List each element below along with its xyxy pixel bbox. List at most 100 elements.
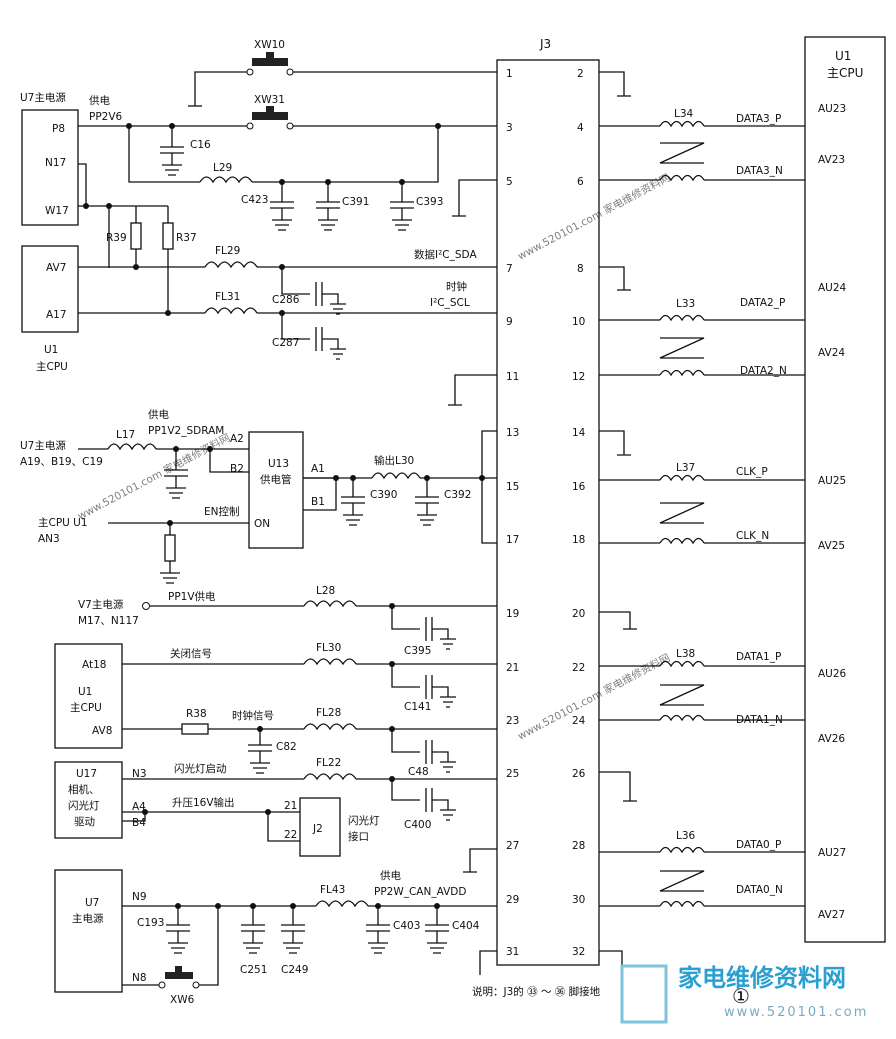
svg-text:DATA1_N: DATA1_N bbox=[736, 714, 783, 726]
svg-text:20: 20 bbox=[572, 608, 585, 620]
sdram-supply: U7主电源 A19、B19、C19 L17 供电 PP1V2_SDRAM A2 … bbox=[20, 408, 497, 584]
svg-text:C249: C249 bbox=[281, 964, 308, 976]
svg-text:DATA2_N: DATA2_N bbox=[740, 365, 787, 377]
right-data-lines: L34 DATA3_P DATA3_N L33 DATA2_P DATA2_N … bbox=[599, 108, 805, 908]
svg-text:供电: 供电 bbox=[148, 408, 169, 421]
svg-text:A1: A1 bbox=[311, 463, 325, 475]
svg-text:R38: R38 bbox=[186, 708, 207, 720]
svg-text:R37: R37 bbox=[176, 232, 197, 244]
svg-text:CLK_N: CLK_N bbox=[736, 530, 769, 542]
left-ground-stubs bbox=[448, 179, 497, 975]
svg-text:U1: U1 bbox=[78, 686, 92, 698]
svg-text:23: 23 bbox=[506, 715, 519, 727]
svg-text:C392: C392 bbox=[444, 489, 471, 501]
svg-text:I²C_SCL: I²C_SCL bbox=[430, 297, 470, 309]
svg-text:DATA3_P: DATA3_P bbox=[736, 113, 781, 125]
svg-text:L34: L34 bbox=[674, 108, 694, 120]
svg-text:A2: A2 bbox=[230, 433, 244, 445]
svg-text:www.520101.com 家电维修资料网: www.520101.com 家电维修资料网 bbox=[515, 171, 672, 263]
svg-text:PP2W_CAN_AVDD: PP2W_CAN_AVDD bbox=[374, 886, 466, 898]
svg-text:AV23: AV23 bbox=[818, 154, 845, 166]
svg-text:U1: U1 bbox=[835, 49, 851, 63]
svg-text:B1: B1 bbox=[311, 496, 325, 508]
svg-text:C287: C287 bbox=[272, 337, 299, 349]
svg-text:AV24: AV24 bbox=[818, 347, 845, 359]
j3-right-pins: 2 4 6 8 10 12 14 16 18 20 22 24 26 28 30… bbox=[572, 68, 586, 958]
svg-text:FL43: FL43 bbox=[320, 884, 345, 896]
svg-text:XW31: XW31 bbox=[254, 94, 285, 106]
svg-text:C395: C395 bbox=[404, 645, 431, 657]
svg-text:闪光灯: 闪光灯 bbox=[68, 799, 100, 812]
svg-text:XW10: XW10 bbox=[254, 39, 285, 51]
u7-power-lower: U7 主电源 N9 N8 C193 C251 C249 XW6 FL43 供电 … bbox=[54, 869, 497, 1006]
svg-text:U7主电源: U7主电源 bbox=[20, 91, 66, 104]
svg-text:C141: C141 bbox=[404, 701, 431, 713]
svg-text:①: ① bbox=[732, 984, 750, 1008]
svg-text:时钟信号: 时钟信号 bbox=[232, 709, 274, 722]
svg-text:B4: B4 bbox=[132, 817, 146, 829]
svg-text:C82: C82 bbox=[276, 741, 297, 753]
svg-text:AV8: AV8 bbox=[92, 725, 112, 737]
svg-text:FL29: FL29 bbox=[215, 245, 240, 257]
svg-text:17: 17 bbox=[506, 534, 519, 546]
svg-text:31: 31 bbox=[506, 946, 519, 958]
svg-text:15: 15 bbox=[506, 481, 519, 493]
svg-text:U1: U1 bbox=[44, 344, 58, 356]
svg-text:12: 12 bbox=[572, 371, 585, 383]
svg-text:A17: A17 bbox=[46, 309, 67, 321]
svg-text:C251: C251 bbox=[240, 964, 267, 976]
svg-text:25: 25 bbox=[506, 768, 519, 780]
svg-text:主CPU: 主CPU bbox=[36, 361, 68, 373]
svg-text:N17: N17 bbox=[45, 157, 66, 169]
svg-text:B2: B2 bbox=[230, 463, 244, 475]
svg-text:供电: 供电 bbox=[89, 94, 110, 107]
svg-text:关闭信号: 关闭信号 bbox=[170, 647, 212, 660]
pp1v-supply: V7主电源 M17、N117 PP1V供电 L28 C395 bbox=[78, 585, 497, 657]
svg-text:主CPU: 主CPU bbox=[70, 702, 102, 714]
svg-text:3: 3 bbox=[506, 122, 513, 134]
svg-text:N3: N3 bbox=[132, 768, 147, 780]
svg-text:AU23: AU23 bbox=[818, 103, 846, 115]
svg-text:AN3: AN3 bbox=[38, 533, 60, 545]
svg-text:AU24: AU24 bbox=[818, 282, 847, 294]
svg-text:28: 28 bbox=[572, 840, 585, 852]
svg-text:www.520101.com 家电维修资料网: www.520101.com 家电维修资料网 bbox=[515, 651, 672, 743]
svg-text:DATA3_N: DATA3_N bbox=[736, 165, 783, 177]
j3-left-pins: 1 3 5 7 9 11 13 15 17 19 21 23 25 27 29 … bbox=[506, 68, 519, 958]
svg-text:DATA2_P: DATA2_P bbox=[740, 297, 785, 309]
svg-text:L28: L28 bbox=[316, 585, 335, 597]
svg-text:L38: L38 bbox=[676, 648, 695, 660]
svg-text:6: 6 bbox=[577, 176, 584, 188]
svg-text:主CPU U1: 主CPU U1 bbox=[38, 517, 88, 529]
svg-text:供电: 供电 bbox=[380, 869, 401, 882]
svg-text:说明：J3的 ㉝ ～ ㊱ 脚接地: 说明：J3的 ㉝ ～ ㊱ 脚接地 bbox=[472, 985, 601, 998]
svg-text:10: 10 bbox=[572, 316, 585, 328]
i2c-lines: FL29 C286 数据I²C_SDA FL31 C287 时钟 I²C_SCL bbox=[78, 245, 497, 360]
svg-text:AV26: AV26 bbox=[818, 733, 845, 745]
svg-text:2: 2 bbox=[577, 68, 584, 80]
svg-text:11: 11 bbox=[506, 371, 519, 383]
svg-text:22: 22 bbox=[284, 829, 297, 841]
svg-text:N9: N9 bbox=[132, 891, 147, 903]
svg-text:AU25: AU25 bbox=[818, 475, 846, 487]
svg-text:C16: C16 bbox=[190, 139, 211, 151]
svg-text:PP1V2_SDRAM: PP1V2_SDRAM bbox=[148, 425, 224, 437]
u17-camera-flash: U17 相机、 闪光灯 驱动 N3 A4 B4 闪光灯启动 FL22 C400 … bbox=[54, 757, 497, 857]
svg-text:FL31: FL31 bbox=[215, 291, 240, 303]
svg-text:U7主电源: U7主电源 bbox=[20, 439, 66, 452]
svg-text:相机、: 相机、 bbox=[68, 783, 100, 796]
cpu-u1-lower: At18 U1 主CPU AV8 关闭信号 FL30 C141 R38 时钟信号… bbox=[54, 642, 497, 778]
svg-text:C403: C403 bbox=[393, 920, 420, 932]
svg-text:26: 26 bbox=[572, 768, 586, 780]
svg-text:V7主电源: V7主电源 bbox=[78, 598, 124, 611]
svg-text:29: 29 bbox=[506, 894, 519, 906]
svg-text:U17: U17 bbox=[76, 768, 97, 780]
svg-text:16: 16 bbox=[572, 481, 586, 493]
svg-text:At18: At18 bbox=[82, 659, 106, 671]
svg-text:EN控制: EN控制 bbox=[204, 505, 240, 518]
svg-text:9: 9 bbox=[506, 316, 513, 328]
svg-text:家电维修资料网: 家电维修资料网 bbox=[678, 964, 846, 992]
svg-text:DATA0_P: DATA0_P bbox=[736, 839, 781, 851]
svg-text:XW6: XW6 bbox=[170, 994, 195, 1006]
